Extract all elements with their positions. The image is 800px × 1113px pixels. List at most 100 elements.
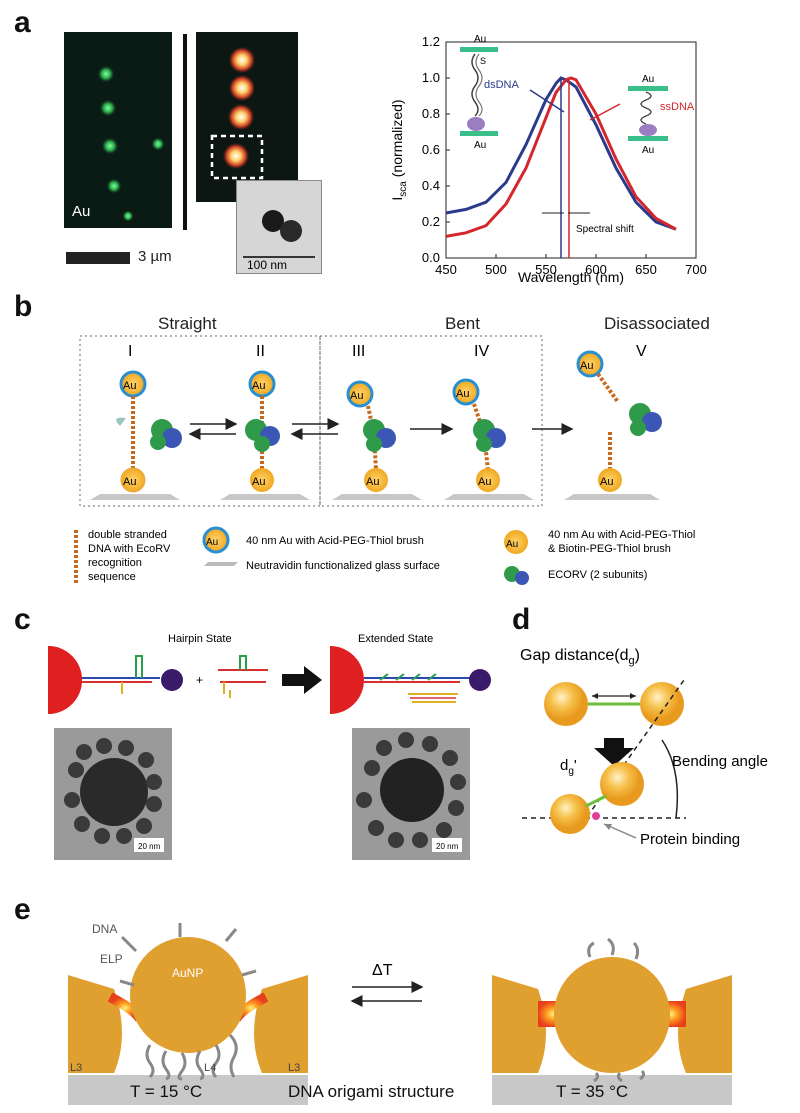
state-III: III Au Au	[332, 343, 422, 500]
micrograph-label: Au	[72, 203, 90, 220]
origami-pillar-left	[492, 975, 546, 1073]
dg-prime-label: dg'	[560, 757, 577, 777]
glass-surface	[220, 494, 310, 500]
y-tick-label: 1.2	[422, 34, 440, 49]
particle	[122, 210, 134, 222]
nanoparticle	[280, 220, 302, 242]
straight-box	[79, 335, 321, 507]
bent-box	[319, 335, 543, 507]
protein-dot	[592, 812, 600, 820]
panel-letter-a: a	[14, 6, 31, 39]
y-tick-label: 0.6	[422, 142, 440, 157]
temperature-right: T = 35 °C	[556, 1082, 628, 1101]
numeral-III: III	[352, 343, 365, 360]
svg-text:Au: Au	[350, 390, 363, 402]
glass-legend-text: Neutravidin functionalized glass surface	[246, 560, 440, 572]
particle	[228, 74, 256, 102]
darkfield-image-orange	[196, 32, 298, 202]
l3-label-right: L3	[288, 1062, 300, 1074]
ecorv-protein	[150, 419, 182, 450]
dsdna-strand	[366, 405, 378, 471]
plus-sign: +	[196, 673, 203, 687]
ssdna-coil	[640, 91, 652, 125]
large-particle-right	[330, 646, 364, 714]
cut-arrow	[116, 417, 126, 426]
origami-pillar-left	[68, 975, 122, 1073]
elp-label: ELP	[100, 952, 123, 966]
au-label-bottom: Au	[642, 145, 654, 156]
mechanism-diagram: I Au Au II Au Au III Au Au IV	[79, 335, 662, 507]
x-tick-label: 450	[435, 262, 457, 277]
numeral-I: I	[128, 343, 132, 360]
ecorv-protein	[473, 419, 506, 452]
x-axis-label: Wavelength (nm)	[518, 269, 624, 285]
origami-base	[68, 1075, 308, 1105]
particle	[97, 65, 115, 83]
structure-15c: DNA ELP AuNP L3 L4 L3 T = 15 °C	[68, 922, 308, 1105]
protein-binding-label: Protein binding	[640, 831, 740, 848]
hairpin-state-label: Hairpin State	[168, 633, 232, 645]
down-arrow	[594, 738, 634, 766]
aunp-label: AuNP	[172, 966, 203, 980]
au-particle-free	[576, 350, 604, 378]
l4-label: L4	[204, 1062, 216, 1074]
svg-text:Au: Au	[252, 476, 265, 488]
tem-image-hairpin: 20 nm	[54, 728, 172, 860]
tem-scale-label: 20 nm	[138, 842, 161, 851]
origami-pillar-right	[254, 975, 308, 1073]
state-IV: IV Au Au	[444, 343, 534, 500]
particle	[227, 103, 255, 131]
au-acid-legend-swatch	[202, 526, 230, 554]
ecorv-protein	[245, 419, 280, 452]
spectral-shift-annotation: Spectral shift	[542, 212, 634, 235]
particle	[222, 142, 250, 170]
nanoparticle-bent-left	[550, 794, 590, 834]
x-tick-label: 700	[685, 262, 707, 277]
au-biotin-legend-swatch	[504, 530, 528, 554]
y-tick-label: 1.0	[422, 70, 440, 85]
aunp	[130, 937, 246, 1053]
origami-pillar-right	[678, 975, 732, 1073]
extended-state-label: Extended State	[358, 633, 433, 645]
au-plate-bottom	[460, 131, 498, 136]
scale-bar-label: 3 µm	[138, 248, 172, 265]
svg-text:Au: Au	[506, 539, 518, 550]
x-tick-label: 500	[485, 262, 507, 277]
cleaved-dsdna	[596, 372, 620, 404]
svg-text:Au: Au	[252, 380, 265, 392]
selection-box	[210, 134, 264, 180]
tem-inset: 100 nm	[236, 180, 322, 274]
small-particle	[469, 669, 491, 691]
dsdna-helix	[471, 53, 479, 117]
large-particle-left	[48, 646, 82, 714]
origami-diagram: DNA ELP AuNP L3 L4 L3 T = 15 °C ΔT DNA o…	[68, 922, 732, 1105]
svg-text:Au: Au	[580, 360, 593, 372]
svg-text:Au: Au	[123, 380, 136, 392]
tem-scale-label: 20 nm	[436, 842, 459, 851]
nanoparticle-bent-right	[600, 762, 644, 806]
bending-diagram: Gap distance(dg) dg' Bending angle Prote…	[520, 647, 768, 848]
ssdna-inset-schematic: Au ssDNA Au	[589, 74, 695, 156]
series-line-ssDNA	[445, 76, 677, 238]
dsdna-legend-text: double stranded DNA with EcoRV recogniti…	[88, 529, 173, 583]
spectral-shift-label: Spectral shift	[576, 224, 634, 235]
transition-arrows: ΔT	[350, 962, 424, 1007]
au-plate-top	[460, 47, 498, 52]
au-particle-top	[452, 378, 480, 406]
y-tick-label: 0.4	[422, 178, 440, 193]
ecorv-protein	[629, 403, 662, 436]
s-label: S	[480, 56, 486, 66]
aunp	[554, 957, 670, 1073]
particle	[99, 99, 117, 117]
origami-base	[492, 1075, 732, 1105]
hairpin-loop	[135, 655, 143, 678]
x-tick-label: 550	[535, 262, 557, 277]
tem-image-extended: 20 nm	[352, 728, 470, 860]
gap-distance-label: Gap distance(dg)	[520, 647, 640, 667]
au-particle-bottom	[476, 468, 500, 492]
glass-surface	[564, 494, 660, 500]
ecorv-legend-swatch	[504, 566, 529, 585]
glass-surface	[444, 494, 534, 500]
x-tick-label: 650	[635, 262, 657, 277]
glass-surface	[90, 494, 180, 500]
